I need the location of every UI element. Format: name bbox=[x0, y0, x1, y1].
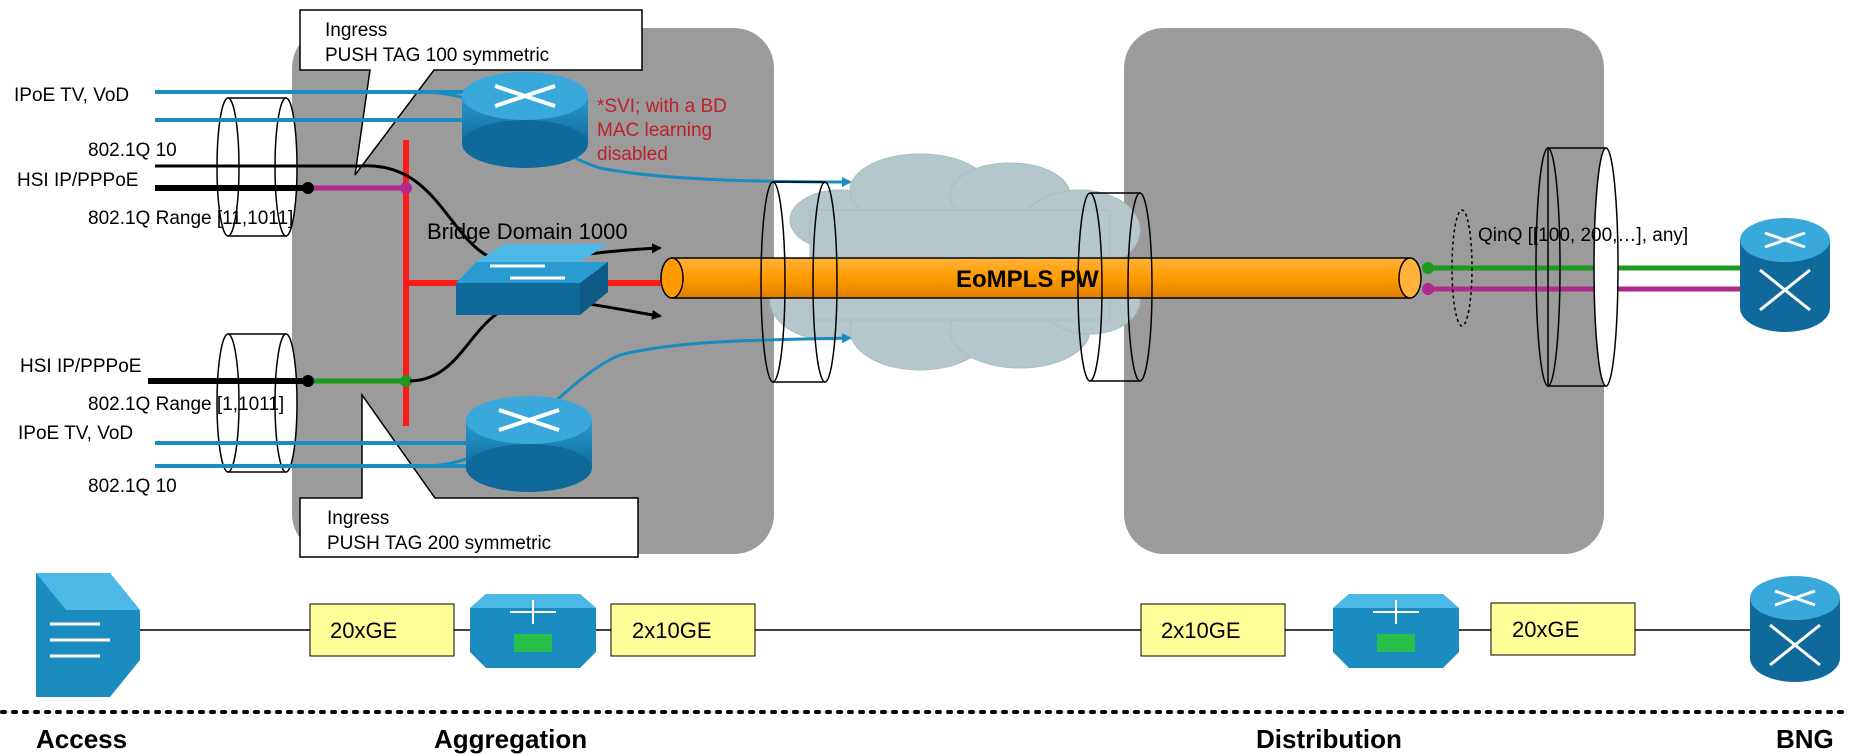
hsi-bottom-label: HSI IP/PPPoE bbox=[20, 356, 141, 377]
agg-link-box-left: 20xGE bbox=[309, 603, 455, 657]
ingress-callout-top: Ingress PUSH TAG 100 symmetric bbox=[299, 9, 643, 176]
bng-pipe bbox=[1535, 147, 1619, 387]
hsi-top-label: HSI IP/PPPoE bbox=[17, 170, 138, 191]
dist-uplink-ring bbox=[1077, 192, 1153, 382]
dist-link-box-right: 20xGE bbox=[1490, 602, 1636, 656]
tier-bng: BNG bbox=[1776, 724, 1834, 754]
svi-note-line2: MAC learning bbox=[597, 120, 712, 141]
agg-link-left-label: 20xGE bbox=[330, 618, 397, 643]
tier-distribution: Distribution bbox=[1256, 724, 1402, 754]
dist-link-box-left: 2x10GE bbox=[1140, 603, 1286, 657]
svi-note-line3: disabled bbox=[597, 144, 668, 165]
ingress-top-line1: Ingress bbox=[325, 20, 387, 41]
agg-uplink-ring bbox=[760, 181, 838, 383]
hsi-junction-bottom-green bbox=[400, 375, 412, 387]
agg-link-box-right: 2x10GE bbox=[610, 603, 756, 657]
bridge-domain-label: Bridge Domain 1000 bbox=[427, 219, 628, 244]
svi-router-bottom bbox=[466, 396, 592, 492]
ingress-callout-bottom: Ingress PUSH TAG 200 symmetric bbox=[299, 392, 639, 558]
bng-router-top bbox=[1740, 218, 1830, 332]
range-bottom-label: 802.1Q Range [1,1011] bbox=[88, 394, 284, 415]
tier-aggregation: Aggregation bbox=[434, 724, 587, 754]
ipoe-top-label: IPoE TV, VoD bbox=[14, 85, 129, 106]
ingress-bottom-line1: Ingress bbox=[327, 508, 389, 529]
hsi-junction-top-black bbox=[302, 182, 314, 194]
pw-label: EoMPLS PW bbox=[956, 266, 1099, 293]
bng-router-bottom bbox=[1750, 576, 1840, 682]
qinq-bundle-ring bbox=[1451, 209, 1473, 327]
svi-note-line1: *SVI; with a BD bbox=[597, 96, 727, 117]
access-pipe-bottom bbox=[216, 333, 298, 473]
bridge-switch bbox=[456, 244, 608, 315]
qinq-dot-magenta bbox=[1422, 283, 1434, 295]
agg-link-right-label: 2x10GE bbox=[632, 618, 712, 643]
ingress-bottom-line2: PUSH TAG 200 symmetric bbox=[327, 533, 551, 554]
dist-link-left-label: 2x10GE bbox=[1161, 618, 1241, 643]
ipoe-lines-bottom bbox=[155, 441, 470, 468]
range-top-label: 802.1Q Range [11,1011] bbox=[88, 208, 293, 229]
dist-switch-icon bbox=[1333, 594, 1459, 668]
qinq-label: QinQ [[100, 200,…], any] bbox=[1478, 225, 1688, 246]
dot1q-bottom-label: 802.1Q 10 bbox=[88, 476, 177, 497]
hsi-junction-top-magenta bbox=[400, 182, 412, 194]
qinq-dot-green bbox=[1422, 262, 1434, 274]
ipoe-lines-top bbox=[155, 90, 465, 122]
dot1q-top-label: 802.1Q 10 bbox=[88, 140, 177, 161]
ipoe-bottom-label: IPoE TV, VoD bbox=[18, 423, 133, 444]
eompls-pipe: EoMPLS PW bbox=[660, 257, 1422, 299]
access-node-icon bbox=[36, 573, 140, 697]
tier-access: Access bbox=[36, 724, 127, 754]
ingress-top-line2: PUSH TAG 100 symmetric bbox=[325, 45, 549, 66]
dist-link-right-label: 20xGE bbox=[1512, 617, 1579, 642]
hsi-junction-bottom-black bbox=[302, 375, 314, 387]
svi-router-top bbox=[462, 72, 588, 168]
agg-switch-icon bbox=[470, 594, 596, 668]
